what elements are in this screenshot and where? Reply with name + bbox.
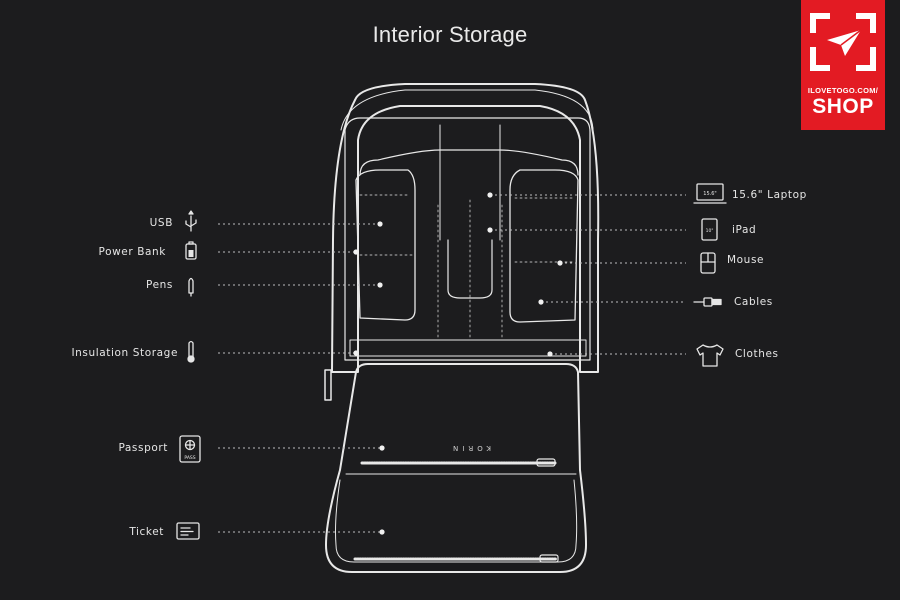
center-strap — [439, 124, 501, 241]
dot-laptop — [487, 192, 493, 198]
zipper-pull-top — [536, 458, 556, 467]
laptop-icon — [693, 183, 727, 204]
label-passport: Passport — [118, 442, 168, 454]
center-buckle — [447, 239, 493, 299]
label-cables: Cables — [734, 296, 773, 308]
usb-icon — [185, 210, 197, 232]
passport-icon — [179, 435, 201, 463]
cable-icon — [693, 297, 722, 307]
zipper-pull-bottom — [539, 554, 559, 563]
tshirt-icon — [696, 344, 724, 367]
label-power-bank: Power Bank — [98, 246, 166, 258]
center-dash — [437, 199, 503, 341]
bottom-compartment — [349, 339, 587, 357]
dot-power-bank — [353, 249, 359, 255]
front-flap-inner — [335, 473, 578, 563]
laptop-screen-text: 15.6" — [703, 191, 716, 197]
label-ipad: iPad — [732, 224, 757, 236]
top-divider — [359, 149, 579, 176]
dot-ticket — [379, 529, 385, 535]
label-mouse: Mouse — [727, 254, 765, 266]
dot-mouse — [557, 260, 563, 266]
page-title: Interior Storage — [372, 22, 528, 47]
tablet-icon — [701, 218, 718, 241]
dot-usb — [377, 221, 383, 227]
battery-icon — [185, 241, 197, 260]
mouse-icon — [700, 252, 716, 274]
dot-clothes — [547, 351, 553, 357]
bag-brand: KORIN — [449, 444, 491, 452]
label-ticket: Ticket — [129, 526, 164, 538]
label-pens: Pens — [146, 279, 173, 291]
label-insulation-storage: Insulation Storage — [71, 347, 178, 359]
dot-pens — [377, 282, 383, 288]
passport-icon-text: PASS — [184, 455, 195, 461]
label-clothes: Clothes — [735, 348, 779, 360]
logo-site: ILOVETOGO.COM/ — [807, 86, 879, 95]
interior-panel — [344, 117, 591, 361]
shop-logo[interactable]: ILOVETOGO.COM/ SHOP — [801, 0, 885, 130]
backpack-outline — [331, 83, 600, 373]
front-flap — [325, 363, 587, 573]
thermometer-icon — [187, 340, 195, 363]
backpack-rim — [340, 89, 594, 131]
dot-cables — [538, 299, 544, 305]
tablet-screen-text: 10" — [706, 228, 714, 234]
paper-plane-icon — [810, 13, 876, 71]
dot-insulation — [353, 350, 359, 356]
dot-passport — [379, 445, 385, 451]
dot-ipad — [487, 227, 493, 233]
right-pocket-outer — [509, 169, 579, 323]
label-usb: USB — [149, 217, 173, 229]
left-pocket-inner — [359, 194, 413, 256]
left-pocket-outer — [355, 169, 416, 321]
label-laptop: 15.6" Laptop — [732, 189, 807, 201]
right-pocket-inner — [514, 197, 575, 263]
logo-shop: SHOP — [812, 95, 874, 118]
ticket-icon — [176, 522, 200, 540]
side-handle — [324, 369, 332, 401]
pen-icon — [188, 277, 194, 297]
